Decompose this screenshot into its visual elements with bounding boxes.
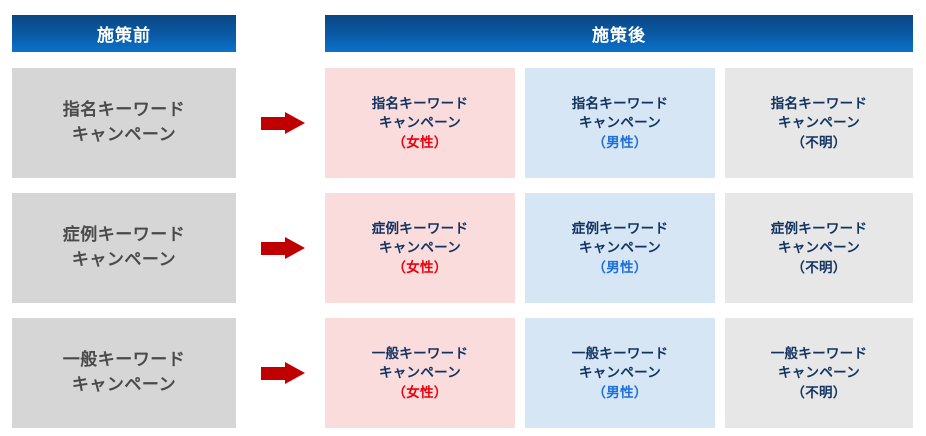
segment-tag-unknown: （不明） (791, 259, 847, 275)
after-female-line2: キャンペーン (378, 365, 462, 381)
segment-tag-male: （男性） (592, 259, 648, 275)
after-unknown-line1: 指名キーワード (770, 95, 868, 111)
after-male-line1: 症例キーワード (571, 220, 669, 236)
after-male-line1: 一般キーワード (571, 345, 669, 361)
segment-tag-unknown: （不明） (791, 134, 847, 150)
segment-tag-male: （男性） (592, 134, 648, 150)
after-campaign-cell-female: 指名キーワード キャンペーン （女性） (325, 68, 515, 178)
segment-tag-female: （女性） (392, 259, 448, 275)
after-campaign-cell-unknown: 症例キーワード キャンペーン （不明） (725, 193, 913, 303)
after-male-line1: 指名キーワード (571, 95, 669, 111)
before-campaign-cell: 指名キーワード キャンペーン (12, 68, 236, 178)
before-campaign-cell: 症例キーワード キャンペーン (12, 193, 236, 303)
header-before-label: 施策前 (97, 26, 151, 45)
right-arrow-icon (261, 362, 305, 384)
after-male-line2: キャンペーン (578, 365, 662, 381)
after-male-line2: キャンペーン (578, 240, 662, 256)
segment-tag-unknown: （不明） (791, 384, 847, 400)
arrow-cell (250, 318, 316, 428)
segment-tag-male: （男性） (592, 384, 648, 400)
after-campaign-cell-female: 一般キーワード キャンペーン （女性） (325, 318, 515, 428)
after-unknown-line2: キャンペーン (777, 365, 861, 381)
before-campaign-line2: キャンペーン (71, 125, 177, 144)
right-arrow-icon (261, 237, 305, 259)
after-female-line1: 一般キーワード (371, 345, 469, 361)
after-male-line2: キャンペーン (578, 115, 662, 131)
arrow-cell (250, 68, 316, 178)
header-after: 施策後 (325, 15, 913, 52)
before-campaign-cell: 一般キーワード キャンペーン (12, 318, 236, 428)
after-female-line1: 指名キーワード (371, 95, 469, 111)
after-unknown-line1: 一般キーワード (770, 345, 868, 361)
segment-tag-female: （女性） (392, 384, 448, 400)
before-campaign-line1: 指名キーワード (62, 100, 186, 120)
segment-tag-female: （女性） (392, 134, 448, 150)
after-campaign-cell-male: 指名キーワード キャンペーン （男性） (525, 68, 715, 178)
before-campaign-line2: キャンペーン (71, 375, 177, 394)
after-unknown-line1: 症例キーワード (770, 220, 868, 236)
after-campaign-cell-male: 一般キーワード キャンペーン （男性） (525, 318, 715, 428)
after-female-line2: キャンペーン (378, 115, 462, 131)
table-row: 症例キーワード キャンペーン 症例キーワード キャンペーン （女性） 症例キーワ… (0, 193, 926, 303)
after-female-line1: 症例キーワード (371, 220, 469, 236)
after-unknown-line2: キャンペーン (777, 240, 861, 256)
after-campaign-cell-female: 症例キーワード キャンペーン （女性） (325, 193, 515, 303)
after-unknown-line2: キャンペーン (777, 115, 861, 131)
after-female-line2: キャンペーン (378, 240, 462, 256)
table-row: 一般キーワード キャンペーン 一般キーワード キャンペーン （女性） 一般キーワ… (0, 318, 926, 428)
before-campaign-line1: 一般キーワード (62, 350, 186, 370)
right-arrow-icon (261, 112, 305, 134)
after-campaign-cell-male: 症例キーワード キャンペーン （男性） (525, 193, 715, 303)
header-before: 施策前 (12, 15, 236, 52)
header-after-label: 施策後 (592, 26, 646, 45)
after-campaign-cell-unknown: 一般キーワード キャンペーン （不明） (725, 318, 913, 428)
before-campaign-line2: キャンペーン (71, 250, 177, 269)
arrow-cell (250, 193, 316, 303)
before-campaign-line1: 症例キーワード (62, 225, 186, 245)
table-row: 指名キーワード キャンペーン 指名キーワード キャンペーン （女性） 指名キーワ… (0, 68, 926, 178)
after-campaign-cell-unknown: 指名キーワード キャンペーン （不明） (725, 68, 913, 178)
